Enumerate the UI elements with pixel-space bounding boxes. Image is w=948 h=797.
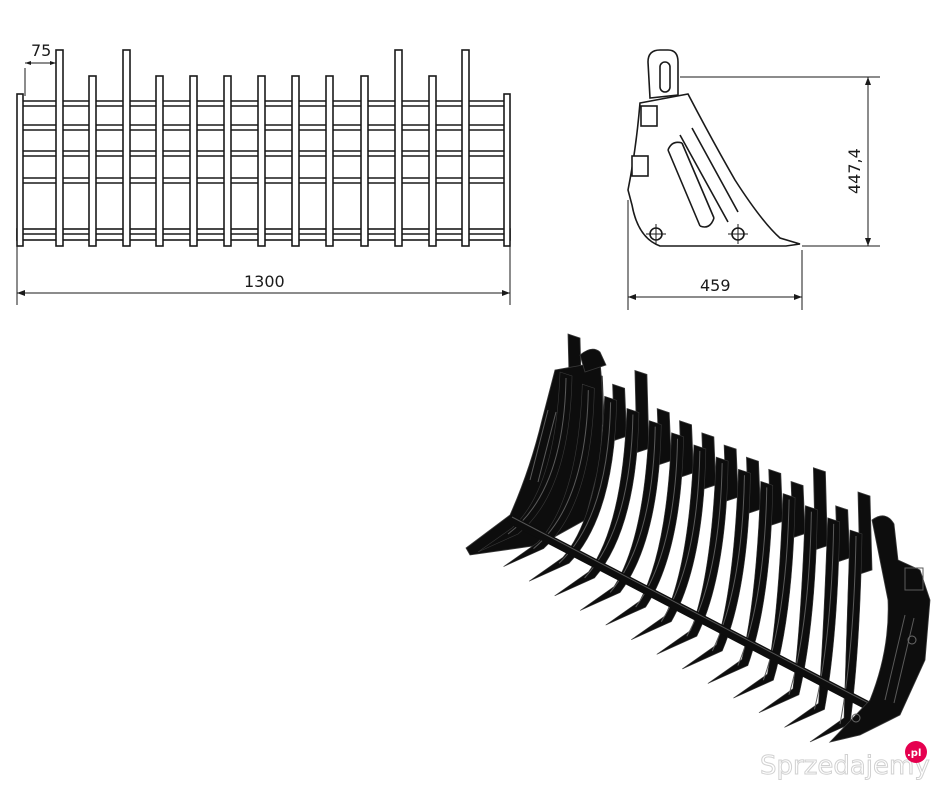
iso-tine [733,493,796,699]
iso-tine-edge [660,450,701,622]
front-tine [257,75,266,247]
iso-tine [809,529,863,743]
front-tine [122,49,131,247]
front-tines [16,49,511,247]
dim-label-459: 459 [700,276,731,295]
iso-tine [758,505,818,714]
watermark-text: Sprzedajemy [760,751,930,781]
dim-label-75: 75 [31,41,51,60]
iso-tine [503,383,595,567]
front-tine [16,93,24,247]
iso-tines [477,371,863,743]
isometric-view [465,333,931,743]
front-tine [291,75,300,247]
iso-tine [477,371,573,553]
iso-tine-edge [788,511,812,695]
dim-label-1300: 1300 [244,272,285,291]
front-tine [394,49,403,247]
iso-tine-edge [762,499,790,681]
watermark: Sprzedajemy .pl [760,741,930,782]
dimension-depth: 459 [627,200,803,310]
iso-tine [707,480,774,684]
dimension-height: 447,4 [680,76,880,247]
front-tine [461,49,470,247]
front-tine [55,49,64,247]
iso-tine [784,517,840,728]
iso-tine-edge [711,475,745,652]
iso-tine-edge [686,463,723,637]
dimension-total-width: 1300 [16,244,511,305]
front-tine [503,93,511,247]
front-tine [189,75,198,247]
iso-tine-edge [813,523,835,710]
front-tine [155,75,164,247]
iso-tine-edge [737,487,768,666]
front-view: 75 1300 [16,41,511,305]
watermark-badge-icon [905,741,927,763]
front-tine [428,75,437,247]
front-tine [88,75,97,247]
front-tine [360,75,369,247]
iso-tine [554,408,640,597]
watermark-badge: .pl [907,748,921,759]
iso-tine-edge [839,535,857,725]
dimension-tine-spacing: 75 [24,41,57,96]
iso-tine [528,395,617,582]
dim-label-447-4: 447,4 [845,148,864,194]
front-tine [223,75,232,247]
front-tine [325,75,334,247]
side-view: 447,4 459 [627,49,880,310]
